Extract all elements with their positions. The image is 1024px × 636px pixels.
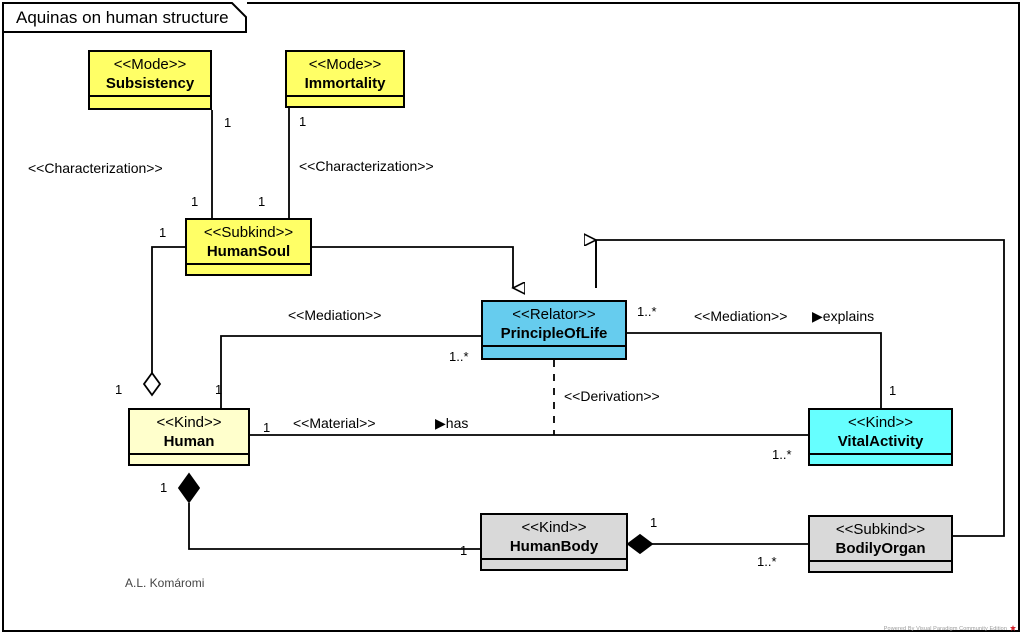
multiplicity-vitalactivity-bottom: 1..* [772,447,792,462]
class-stereotype: <<Subkind>> [203,224,294,241]
watermark-text: Powered By Visual Paradigm Community Edi… [883,626,1007,632]
class-box-subsistency[interactable]: <<Mode>> Subsistency [88,50,212,110]
role-label-has: ▶has [435,415,468,431]
multiplicity-humanbody-right: 1 [650,515,658,530]
class-attribute-compartment [810,453,951,466]
class-name: HumanSoul [206,243,291,260]
label-mediation-right: <<Mediation>> [694,308,788,324]
class-name: HumanBody [509,538,599,555]
class-box-humanbody[interactable]: <<Kind>> HumanBody [480,513,628,571]
vp-watermark: Powered By Visual Paradigm Community Edi… [884,625,1016,632]
class-name: VitalActivity [837,433,924,450]
class-attribute-compartment [90,95,210,108]
class-attribute-compartment [483,345,625,358]
class-attribute-compartment [130,453,248,466]
multiplicity-soul-left: 1 [159,225,167,240]
diagram-title-tab: Aquinas on human structure [2,2,247,33]
label-material: <<Material>> [293,415,376,431]
role-name-text: explains [822,308,875,324]
multiplicity-human-left: 1 [115,382,123,397]
multiplicity-bodilyorgan-left: 1..* [757,554,777,569]
multiplicity-human-top: 1 [215,382,223,397]
multiplicity-soul-from-immortality: 1 [258,194,266,209]
multiplicity-vitalactivity-top: 1 [889,383,897,398]
label-characterization-right: <<Characterization>> [299,158,434,174]
class-name: Subsistency [105,75,195,92]
class-attribute-compartment [287,95,403,108]
class-stereotype: <<Kind>> [521,519,587,536]
class-stereotype: <<Subkind>> [835,521,926,538]
label-derivation: <<Derivation>> [564,388,660,404]
class-box-bodilyorgan[interactable]: <<Subkind>> BodilyOrgan [808,515,953,573]
label-mediation-left: <<Mediation>> [288,307,382,323]
multiplicity-immortality-soul: 1 [299,114,307,129]
class-name: BodilyOrgan [835,540,926,557]
class-attribute-compartment [810,560,951,573]
class-name: PrincipleOfLife [500,325,608,342]
role-name-text: has [445,415,469,431]
title-tab-shape [2,2,247,33]
multiplicity-principle-right: 1..* [637,304,657,319]
class-box-vitalactivity[interactable]: <<Kind>> VitalActivity [808,408,953,466]
role-label-explains: ▶explains [812,308,874,324]
multiplicity-principle-left: 1..* [449,349,469,364]
multiplicity-soul-from-subsistency: 1 [191,194,199,209]
class-stereotype: <<Mode>> [113,56,187,73]
class-box-principleoflife[interactable]: <<Relator>> PrincipleOfLife [481,300,627,360]
multiplicity-subsistency-soul: 1 [224,115,232,130]
class-stereotype: <<Kind>> [847,414,914,431]
class-stereotype: <<Kind>> [156,414,222,431]
class-stereotype: <<Mode>> [308,56,382,73]
navigation-triangle-icon: ▶ [812,308,823,324]
class-stereotype: <<Relator>> [512,306,596,323]
class-box-humansoul[interactable]: <<Subkind>> HumanSoul [185,218,312,276]
multiplicity-human-material: 1 [263,420,271,435]
navigation-triangle-icon: ▶ [435,415,446,431]
class-name: Human [163,433,215,450]
label-characterization-left: <<Characterization>> [28,160,163,176]
class-attribute-compartment [187,263,310,276]
author-signature: A.L. Komáromi [125,576,205,590]
class-attribute-compartment [482,558,626,571]
class-box-human[interactable]: <<Kind>> Human [128,408,250,466]
page-title: Aquinas on human structure [16,8,229,27]
class-box-immortality[interactable]: <<Mode>> Immortality [285,50,405,108]
multiplicity-humanbody-left: 1 [460,543,468,558]
visual-paradigm-logo-icon [1010,625,1016,631]
class-name: Immortality [304,75,386,92]
multiplicity-human-bottom: 1 [160,480,168,495]
